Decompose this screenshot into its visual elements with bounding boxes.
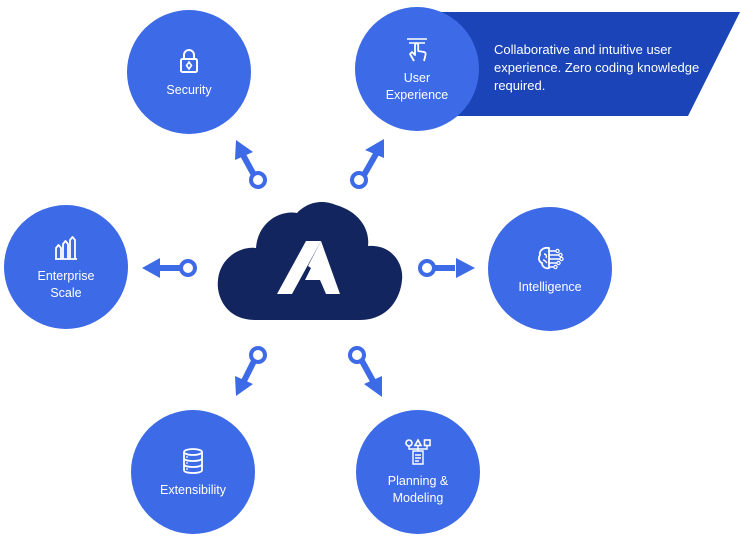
- arrow-to-extensibility: [235, 346, 267, 396]
- callout-text: Collaborative and intuitive user experie…: [494, 42, 700, 93]
- padlock-icon: [180, 48, 198, 73]
- bar-growth-icon: [55, 236, 77, 260]
- node-extensibility[interactable]: Extensibility: [131, 410, 255, 534]
- flowchart-document-icon: [405, 438, 431, 465]
- node-enterprise-scale[interactable]: Enterprise Scale: [4, 205, 128, 329]
- arrow-to-planning-modeling: [348, 346, 382, 397]
- node-label: User Experience: [385, 71, 449, 102]
- node-label: Security: [166, 82, 212, 97]
- node-label: Planning & Modeling: [387, 474, 449, 505]
- node-user-experience[interactable]: User Experience: [355, 7, 479, 131]
- hand-touch-icon: [407, 38, 427, 62]
- arrow-to-user-experience: [350, 139, 384, 189]
- cloud-logo-icon: [217, 201, 403, 320]
- node-intelligence[interactable]: Intelligence: [488, 207, 612, 331]
- node-planning-modeling[interactable]: Planning & Modeling: [356, 410, 480, 534]
- node-label: Extensibility: [160, 482, 226, 497]
- database-stack-icon: [183, 447, 203, 474]
- brain-circuit-icon: [538, 246, 564, 269]
- node-label: Intelligence: [518, 279, 582, 294]
- arrow-to-enterprise-scale: [142, 258, 197, 278]
- node-label: Enterprise Scale: [37, 269, 95, 300]
- callout-banner: [440, 12, 740, 116]
- node-security[interactable]: Security: [127, 10, 251, 134]
- arrow-to-security: [235, 140, 267, 189]
- arrow-to-intelligence: [418, 258, 475, 278]
